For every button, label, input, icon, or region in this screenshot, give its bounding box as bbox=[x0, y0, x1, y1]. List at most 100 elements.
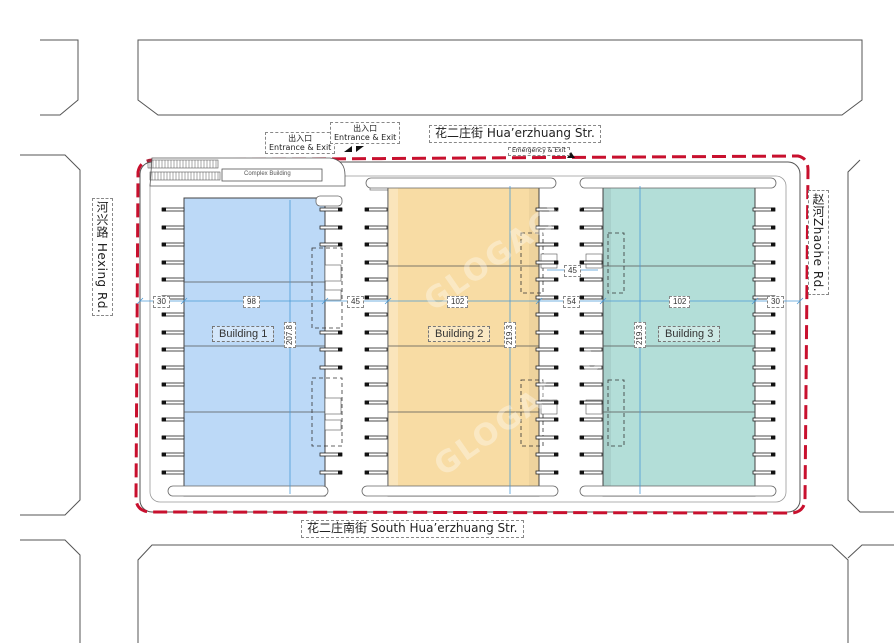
truck-bay bbox=[752, 382, 776, 387]
street-south: 花二庄南街 South Hua’erzhuang Str. bbox=[301, 520, 524, 538]
dimension-tick bbox=[384, 297, 392, 305]
entrance-en: Entrance & Exit bbox=[334, 133, 397, 143]
truck-bay bbox=[752, 417, 776, 422]
truck-bay bbox=[161, 417, 185, 422]
truck-bay bbox=[535, 365, 559, 370]
dim-east-setback: 30 bbox=[767, 296, 784, 308]
dim-building-1-depth: 207.8 bbox=[284, 322, 296, 349]
truck-bay bbox=[535, 225, 559, 230]
truck-bay bbox=[579, 330, 603, 335]
truck-bay bbox=[535, 452, 559, 457]
truck-bay bbox=[161, 312, 185, 317]
truck-bay bbox=[535, 435, 559, 440]
truck-bay bbox=[579, 242, 603, 247]
truck-bay bbox=[364, 330, 388, 335]
truck-bay bbox=[579, 435, 603, 440]
truck-bay bbox=[579, 225, 603, 230]
truck-bay bbox=[752, 452, 776, 457]
street-west: 河兴路 Hexing Rd. bbox=[92, 198, 113, 317]
truck-bay bbox=[364, 382, 388, 387]
dimension-ticks bbox=[136, 297, 804, 305]
truck-bay bbox=[535, 260, 559, 265]
truck-bay bbox=[161, 435, 185, 440]
entrance-label-right: 出入口 Entrance & Exit bbox=[330, 122, 401, 145]
building-3-footprint bbox=[602, 182, 756, 497]
truck-bay bbox=[579, 400, 603, 405]
truck-bay bbox=[364, 207, 388, 212]
entrance-arrow-icon bbox=[344, 146, 364, 152]
truck-bay bbox=[319, 207, 343, 212]
emergency-exit-label: Emergency & Exit bbox=[508, 147, 570, 156]
entrance-cn: 出入口 bbox=[288, 134, 313, 143]
dim-building-2-width: 102 bbox=[447, 296, 469, 308]
truck-bay bbox=[161, 207, 185, 212]
truck-bay bbox=[752, 365, 776, 370]
truck-bay bbox=[752, 312, 776, 317]
dimension-tick bbox=[535, 297, 543, 305]
building-2-label: Building 2 bbox=[428, 326, 491, 342]
truck-bays bbox=[161, 207, 776, 475]
entrance-label-left: 出入口 Entrance & Exit bbox=[265, 132, 336, 155]
truck-bay bbox=[161, 260, 185, 265]
truck-bay bbox=[161, 452, 185, 457]
truck-bay bbox=[535, 330, 559, 335]
dimension-tick bbox=[796, 297, 804, 305]
compartment-lines bbox=[184, 265, 755, 413]
truck-bay bbox=[535, 312, 559, 317]
dimension-tick bbox=[321, 297, 329, 305]
dim-building-3-width: 102 bbox=[669, 296, 691, 308]
truck-bay bbox=[752, 277, 776, 282]
truck-bay bbox=[161, 400, 185, 405]
dimension-tick bbox=[599, 297, 607, 305]
dim-gap-1-2: 45 bbox=[347, 296, 364, 308]
street-north: 花二庄街 Hua’erzhuang Str. bbox=[429, 125, 601, 143]
complex-building bbox=[147, 157, 346, 187]
truck-bay bbox=[364, 225, 388, 230]
truck-bay bbox=[579, 260, 603, 265]
building-1-footprint bbox=[183, 197, 326, 497]
truck-bay bbox=[535, 207, 559, 212]
truck-bay bbox=[319, 347, 343, 352]
truck-bay bbox=[161, 470, 185, 475]
truck-bay bbox=[364, 277, 388, 282]
street-east: 赵河Zhaohe Rd. bbox=[808, 190, 829, 296]
dim-building-3-depth: 219.3 bbox=[634, 322, 646, 349]
truck-bay bbox=[752, 242, 776, 247]
truck-bay bbox=[752, 260, 776, 265]
truck-bay bbox=[752, 400, 776, 405]
dim-building-1-width: 98 bbox=[243, 296, 260, 308]
truck-bay bbox=[364, 435, 388, 440]
truck-bay bbox=[535, 347, 559, 352]
truck-bay bbox=[364, 347, 388, 352]
dimension-tick bbox=[136, 297, 144, 305]
building-1-label: Building 1 bbox=[212, 326, 275, 342]
truck-bay bbox=[364, 470, 388, 475]
truck-bay bbox=[752, 347, 776, 352]
entrance-en: Entrance & Exit bbox=[269, 143, 332, 153]
truck-bay bbox=[364, 365, 388, 370]
site-boundary bbox=[134, 154, 810, 515]
truck-bay bbox=[752, 435, 776, 440]
truck-bay bbox=[364, 242, 388, 247]
truck-bay bbox=[579, 207, 603, 212]
truck-bay bbox=[364, 295, 388, 300]
dim-dock-gap: 45 bbox=[564, 265, 581, 277]
entrance-cn: 出入口 bbox=[353, 124, 378, 133]
truck-bay bbox=[364, 452, 388, 457]
truck-bay bbox=[364, 417, 388, 422]
truck-bay bbox=[161, 225, 185, 230]
truck-bay bbox=[752, 470, 776, 475]
truck-bay bbox=[535, 417, 559, 422]
truck-bay bbox=[535, 295, 559, 300]
truck-bay bbox=[364, 312, 388, 317]
truck-bay bbox=[319, 365, 343, 370]
truck-bay bbox=[319, 470, 343, 475]
city-blocks bbox=[20, 39, 894, 643]
dimension-tick bbox=[751, 297, 759, 305]
truck-bay bbox=[579, 312, 603, 317]
truck-bay bbox=[364, 260, 388, 265]
truck-bay bbox=[579, 382, 603, 387]
truck-bay bbox=[161, 347, 185, 352]
truck-bay bbox=[579, 347, 603, 352]
